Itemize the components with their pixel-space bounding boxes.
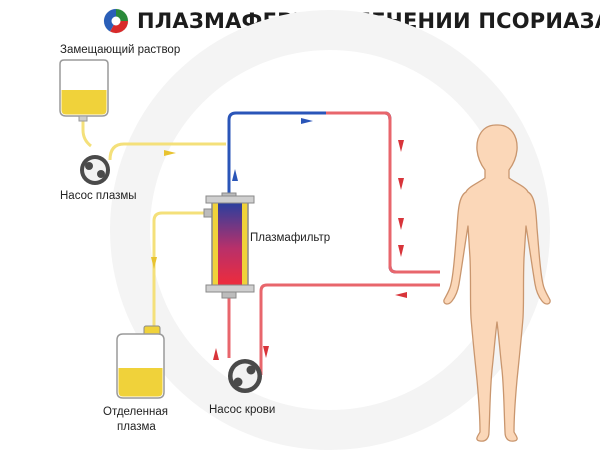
plasma-filter-label: Плазмафильтр (250, 232, 331, 244)
blood-pump-icon (228, 359, 262, 393)
replacement-solution-label: Замещающий раствор (60, 44, 181, 56)
plasma-pump-label: Насос плазмы (60, 190, 137, 202)
venous-flow-arrow (301, 118, 313, 124)
separated-plasma-label-line1: Отделенная (103, 406, 168, 418)
blood-pump-label: Насос крови (209, 404, 276, 416)
venous-flow-arrow (398, 178, 404, 190)
plasma-flow-arrow (164, 150, 176, 156)
replacement-solution-bag (59, 59, 109, 122)
separated-plasma-label-line2: плазма (117, 421, 156, 433)
plasma-line-pump-to-return (108, 142, 226, 161)
venous-flow-arrow (232, 169, 238, 181)
brand-logo-icon (103, 8, 129, 34)
venous-flow-arrow (398, 245, 404, 257)
arterial-flow-arrow (395, 292, 407, 298)
venous-flow-arrow (398, 140, 404, 152)
plasma-line-bag-to-pump (81, 117, 92, 148)
venous-return-line-red (326, 111, 440, 274)
arterial-line-arm-to-pump (259, 283, 440, 375)
flow-arrows (151, 118, 407, 360)
plasma-pump-icon (80, 155, 110, 185)
arterial-flow-arrow (213, 348, 219, 360)
plasma-flow-arrow (151, 257, 157, 269)
separated-plasma-canister (116, 325, 165, 399)
plasma-line-filter-to-canister (152, 211, 206, 326)
arterial-flow-arrow (263, 346, 269, 358)
human-body-figure (443, 124, 551, 442)
venous-flow-arrow (398, 218, 404, 230)
venous-return-line (227, 111, 440, 274)
plasma-filter-icon (203, 192, 255, 299)
